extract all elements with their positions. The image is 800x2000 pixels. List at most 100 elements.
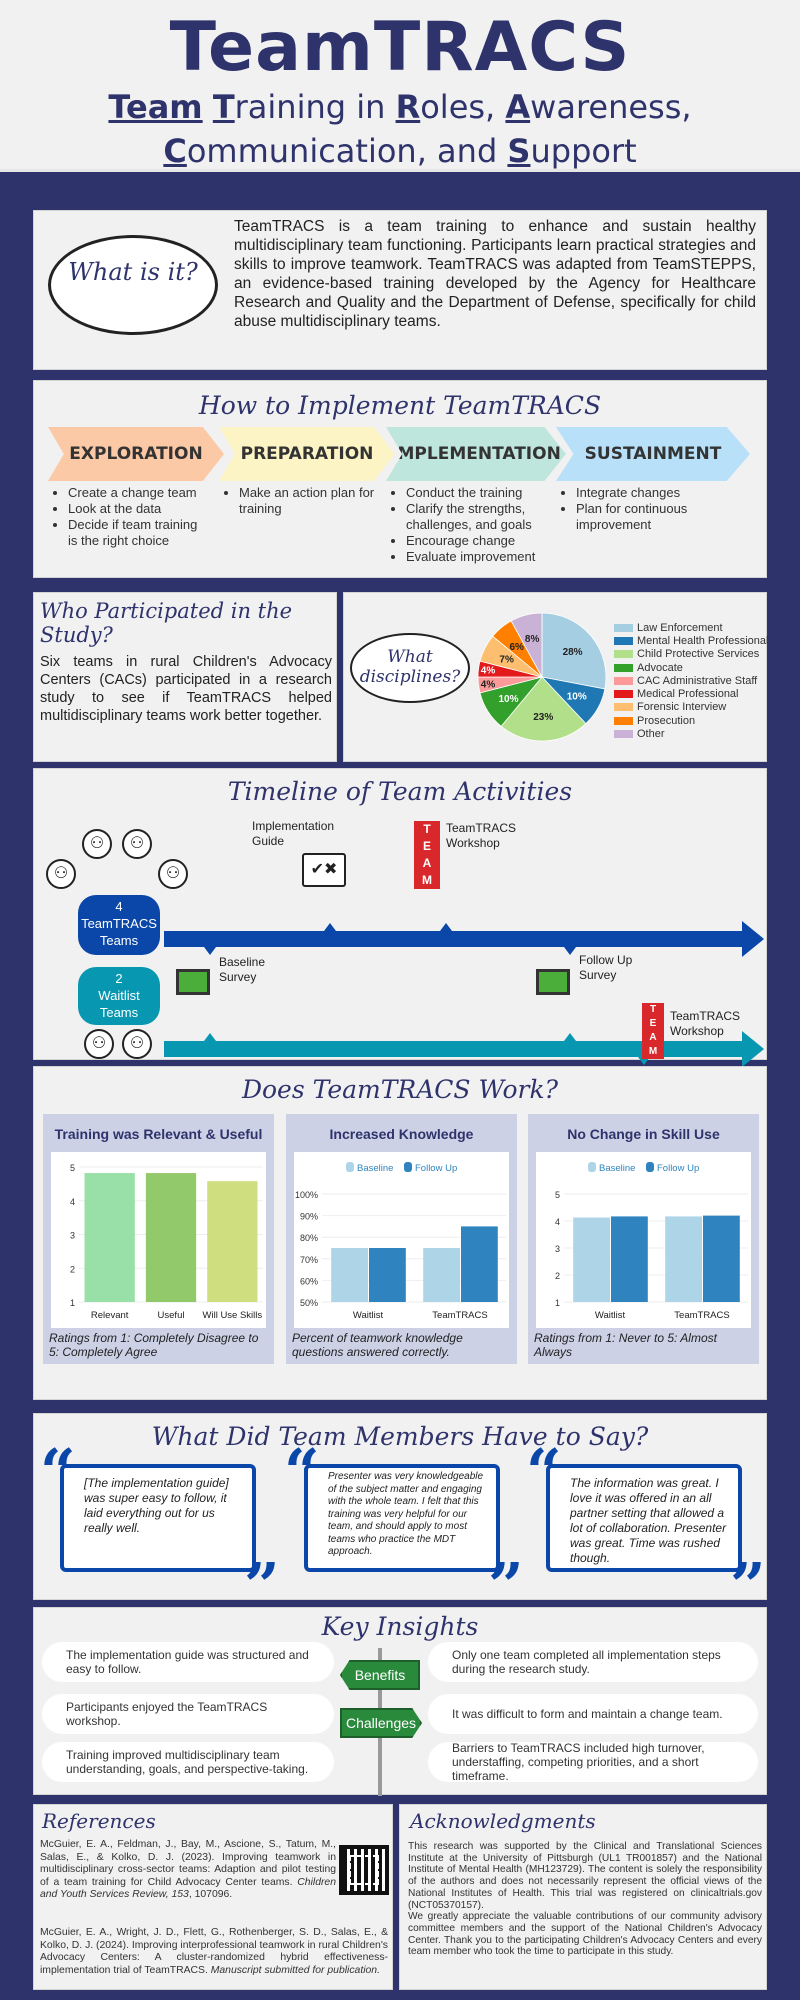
workshop-label: TeamTRACS Workshop xyxy=(670,1009,741,1038)
legend-swatch xyxy=(346,1162,354,1172)
reference-2: McGuier, E. A., Wright, J. D., Flett, G.… xyxy=(40,1927,388,1976)
legend-item: Law Enforcement xyxy=(614,621,768,634)
subtitle-part: S xyxy=(507,132,531,170)
legend-label: Mental Health Professional xyxy=(637,634,769,647)
x-tick-label: TeamTRACS xyxy=(674,1310,729,1321)
what-is-it-section: What is it? TeamTRACS is a team training… xyxy=(33,210,767,370)
baseline-survey-label: Baseline Survey xyxy=(219,955,266,984)
bar-baseline xyxy=(665,1216,702,1302)
x-tick-label: Relevant xyxy=(91,1310,129,1321)
y-tick-label: 60% xyxy=(300,1276,318,1286)
subtitle-line-1: Team Training in Roles, Awareness, xyxy=(0,88,800,126)
chart-note: Ratings from 1: Completely Disagree to 5… xyxy=(49,1331,259,1359)
legend-label: Follow Up xyxy=(415,1163,457,1174)
y-tick-label: 2 xyxy=(555,1271,560,1281)
step-item: Create a change team xyxy=(68,485,204,501)
bar-baseline xyxy=(573,1217,610,1302)
y-tick-label: 80% xyxy=(300,1233,318,1243)
subtitle-part: upport xyxy=(530,132,637,170)
implement-title: How to Implement TeamTRACS xyxy=(198,391,602,420)
book-icon: ✔✖ xyxy=(302,853,346,887)
team-group-icon: ⚇ xyxy=(122,1029,152,1059)
subtitle-part: R xyxy=(395,88,421,126)
subtitle-part: oles, xyxy=(420,88,506,126)
qr-code[interactable] xyxy=(339,1845,389,1895)
x-tick-label: Waitlist xyxy=(595,1310,626,1321)
pie-data-label: 10% xyxy=(498,694,518,705)
subtitle-part xyxy=(203,88,213,126)
legend-swatch xyxy=(614,636,633,645)
pie-data-label: 4% xyxy=(481,666,496,677)
y-tick-label: 90% xyxy=(300,1212,318,1222)
team-count: 2 xyxy=(115,971,123,986)
challenges-sign: Challenges xyxy=(340,1708,422,1738)
benefit-item: Participants enjoyed the TeamTRACS works… xyxy=(42,1694,334,1734)
who-title: Who Participated in the Study? xyxy=(40,599,293,647)
subtitle-part: raining in xyxy=(234,88,396,126)
legend-label: Medical Professional xyxy=(637,688,739,701)
pie-data-label: 23% xyxy=(533,712,553,723)
step-preparation: PREPARATION xyxy=(219,427,395,481)
subtitle-part: C xyxy=(163,132,187,170)
implementation-guide-label: Implementation Guide xyxy=(252,819,335,848)
step-item: Look at the data xyxy=(68,501,204,517)
who-section: Who Participated in the Study? Six teams… xyxy=(33,592,337,762)
quote-box: The information was great. I love it was… xyxy=(546,1464,742,1572)
pie-slice-child-protective-services xyxy=(500,676,587,742)
legend-item: Other xyxy=(614,727,768,740)
challenge-item: It was difficult to form and maintain a … xyxy=(428,1694,758,1734)
acknowledgments-text: This research was supported by the Clini… xyxy=(408,1841,762,1958)
y-tick-label: 2 xyxy=(70,1264,75,1274)
quotes-section: What Did Team Members Have to Say? [The … xyxy=(33,1413,767,1617)
legend-item: Medical Professional xyxy=(614,687,768,700)
challenge-item: Only one team completed all implementati… xyxy=(428,1642,758,1682)
header: TeamTRACS Team Training in Roles, Awaren… xyxy=(0,0,800,172)
legend-label: Child Protective Services xyxy=(637,648,760,661)
legend-swatch xyxy=(404,1162,412,1172)
y-tick-label: 50% xyxy=(300,1298,318,1308)
y-tick-label: 4 xyxy=(70,1197,75,1207)
step-items: Make an action plan for training xyxy=(223,485,375,517)
page-title: TeamTRACS xyxy=(169,8,631,87)
results-title: Does TeamTRACS Work? xyxy=(241,1075,559,1104)
chart-note: Ratings from 1: Never to 5: Almost Alway… xyxy=(534,1331,717,1359)
step-exploration: EXPLORATION xyxy=(48,427,224,481)
legend-swatch xyxy=(614,676,633,685)
bar-follow-up xyxy=(703,1215,740,1302)
y-tick-label: 1 xyxy=(555,1298,560,1308)
laptop-survey-icon xyxy=(176,969,210,995)
bar-baseline xyxy=(331,1248,368,1302)
team-group-icon: ⚇ xyxy=(82,829,112,859)
disciplines-bubble: What disciplines? xyxy=(350,633,470,703)
timeline-title: Timeline of Team Activities xyxy=(227,777,573,806)
step-items: Integrate changesPlan for continuous imp… xyxy=(560,485,730,533)
insights-title: Key Insights xyxy=(321,1612,479,1641)
bar-follow-up xyxy=(611,1216,648,1302)
y-tick-label: 100% xyxy=(295,1190,318,1200)
team-count: 4 xyxy=(115,899,123,914)
y-tick-label: 3 xyxy=(70,1231,75,1241)
chart-title: Training was Relevant & Useful xyxy=(54,1126,263,1142)
discipline-pie-chart: 28%10%23%10%4%4%7%6%8% xyxy=(477,612,607,742)
legend-item: Forensic Interview xyxy=(614,701,768,714)
acknowledgments-title: Acknowledgments xyxy=(410,1809,596,1833)
pie-data-label: 8% xyxy=(525,634,540,645)
x-tick-label: Waitlist xyxy=(353,1310,384,1321)
implement-section: How to Implement TeamTRACS EXPLORATION Cr… xyxy=(33,380,767,578)
open-quote-icon: “ xyxy=(526,1435,562,1508)
quote-box: [The implementation guide] was super eas… xyxy=(60,1464,256,1572)
legend-swatch xyxy=(614,623,633,632)
team-group-icon: ⚇ xyxy=(84,1029,114,1059)
pie-slice-other xyxy=(510,612,543,678)
x-tick-label: Will Use Skills xyxy=(203,1310,263,1321)
disciplines-section: What disciplines? 28%10%23%10%4%4%7%6%8%… xyxy=(343,592,769,762)
